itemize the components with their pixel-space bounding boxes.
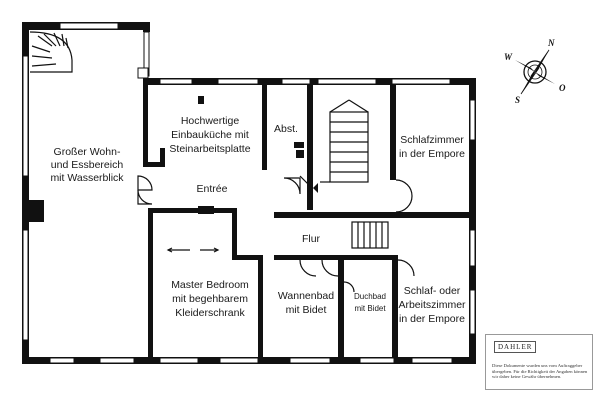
disclaimer-text: Diese Dokumente wurden uns vom Auftragge… [492, 363, 588, 380]
doors [137, 175, 415, 293]
room-master-line3: Kleiderschrank [175, 307, 245, 319]
compass-w: W [504, 52, 513, 62]
interior-walls [24, 85, 470, 358]
brand-logo: DAHLER [494, 341, 537, 353]
compass-s: S [515, 95, 520, 105]
windows [22, 22, 476, 364]
room-duschbad-line1: Duchbad [354, 292, 386, 301]
room-arbeitszimmer-line3: in der Empore [399, 313, 465, 325]
lower-staircase [351, 221, 389, 249]
room-arbeitszimmer-line2: Arbeitszimmer [398, 299, 466, 311]
disclaimer-box: DAHLER Diese Dokumente wurden uns vom Au… [485, 334, 593, 390]
room-flur: Flur [302, 233, 321, 245]
room-schlafzimmer-line2: in der Empore [399, 148, 465, 160]
compass-n: N [547, 38, 555, 48]
room-wohnbereich-line3: mit Wasserblick [50, 172, 124, 184]
room-wohnbereich-line2: und Essbereich [51, 159, 124, 171]
straight-staircase [320, 99, 369, 183]
room-master-line1: Master Bedroom [171, 279, 249, 291]
room-labels: Großer Wohn- und Essbereich mit Wasserbl… [50, 115, 466, 325]
room-wohnbereich-line1: Großer Wohn- [54, 146, 121, 158]
room-schlafzimmer-line1: Schlafzimmer [400, 134, 464, 146]
room-kueche-line2: Einbauküche mit [171, 129, 249, 141]
room-wannenbad-line1: Wannenbad [278, 290, 334, 302]
room-entree: Entrée [197, 183, 228, 195]
room-duschbad-line2: mit Bidet [354, 304, 386, 313]
spiral-staircase [29, 31, 73, 73]
entrance-marker [313, 183, 318, 193]
room-arbeitszimmer-line1: Schlaf- oder [404, 285, 461, 297]
room-wannenbad-line2: mit Bidet [286, 304, 327, 316]
compass-o: O [559, 83, 566, 93]
room-abst: Abst. [274, 123, 298, 135]
room-kueche-line1: Hochwertige [181, 115, 240, 127]
compass-rose: N O S W [504, 38, 566, 105]
room-master-line2: mit begehbarem [172, 293, 248, 305]
room-kueche-line3: Steinarbeitsplatte [169, 143, 250, 155]
